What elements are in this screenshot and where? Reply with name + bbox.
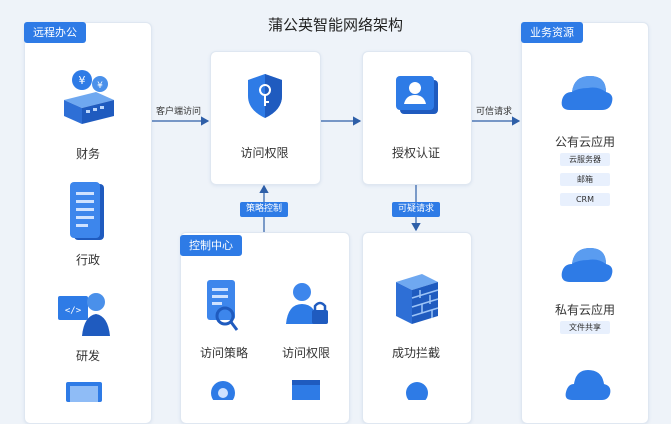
browser-window-icon <box>290 378 322 404</box>
admin-label: 行政 <box>75 253 100 267</box>
user-avatar-icon <box>404 380 430 404</box>
public-cloud-icon <box>558 68 614 120</box>
crm-chip: CRM <box>560 193 610 206</box>
private-cloud-label: 私有云应用 <box>554 303 615 317</box>
access-permission-label: 访问权限 <box>240 146 289 160</box>
user-badge-icon <box>394 74 440 122</box>
trusted-request-edge-label: 可信请求 <box>476 107 513 117</box>
private-cloud-icon <box>558 240 614 292</box>
rnd-label: 研发 <box>75 349 100 363</box>
email-chip: 邮箱 <box>560 173 610 186</box>
finance-label: 财务 <box>75 147 100 161</box>
business-resources-tag: 业务资源 <box>521 22 583 43</box>
shield-key-icon <box>244 72 286 124</box>
control-center-panel <box>180 232 350 424</box>
authorization-label: 授权认证 <box>391 146 440 160</box>
remote-office-tag: 远程办公 <box>24 22 86 43</box>
control-access-permission-label: 访问权限 <box>281 346 330 360</box>
monitor-icon <box>64 382 104 406</box>
firewall-icon <box>392 270 442 330</box>
file-sharing-chip: 文件共享 <box>560 321 610 334</box>
access-permission-box <box>210 51 321 185</box>
cloud-icon <box>562 364 612 404</box>
client-access-edge-label: 客户端访问 <box>156 107 202 117</box>
policy-document-icon <box>203 278 243 340</box>
control-center-tag: 控制中心 <box>180 235 242 256</box>
user-lock-icon <box>284 280 334 334</box>
gear-icon <box>208 378 238 405</box>
finance-server-icon: ¥ ¥ <box>60 68 116 132</box>
cloud-server-chip: 云服务器 <box>560 153 610 166</box>
authorization-box <box>362 51 472 185</box>
blocked-label: 成功拦截 <box>391 346 440 360</box>
public-cloud-label: 公有云应用 <box>554 135 615 149</box>
page-title: 蒲公英智能网络架构 <box>267 16 403 34</box>
access-policy-label: 访问策略 <box>199 346 248 360</box>
svg-text:¥: ¥ <box>79 74 86 87</box>
developer-icon: </> <box>56 286 112 344</box>
suspicious-request-edge-label: 可疑请求 <box>392 202 441 217</box>
svg-text:¥: ¥ <box>97 81 103 91</box>
svg-text:</>: </> <box>65 306 82 316</box>
document-icon <box>68 180 108 246</box>
policy-control-edge-label: 策略控制 <box>240 202 289 217</box>
